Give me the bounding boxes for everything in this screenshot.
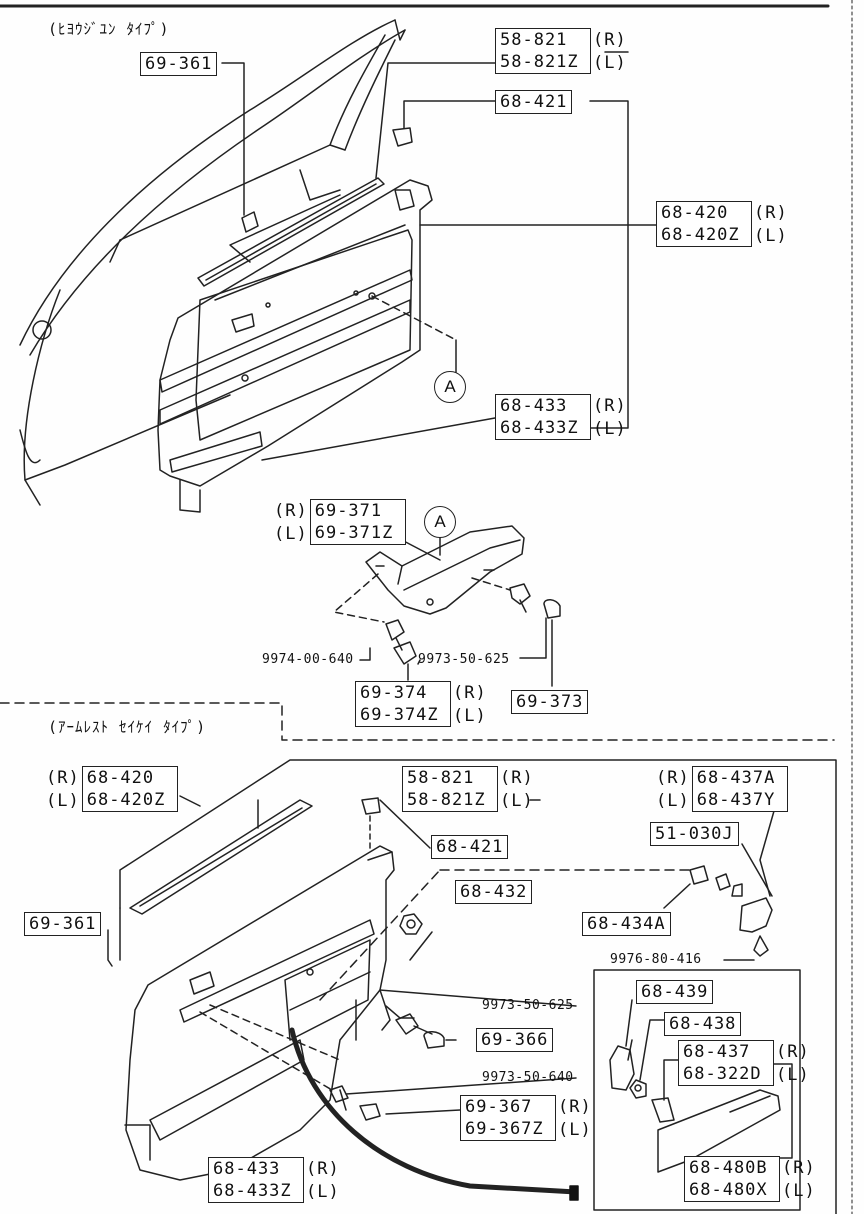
side-l: (L) bbox=[593, 52, 627, 73]
part-number-r: 68-437 bbox=[678, 1039, 774, 1064]
screw-9974-00-640: 9974-00-640 bbox=[262, 652, 354, 667]
part-number-l: 69-367Z bbox=[460, 1118, 556, 1141]
part-68-437: 68-437(R) 68-322D(L) bbox=[678, 1039, 812, 1086]
part-number-r: 69-367 bbox=[460, 1094, 556, 1119]
screw-9976-80-416: 9976-80-416 bbox=[610, 952, 702, 967]
part-number-box: 68-421 bbox=[431, 835, 509, 859]
part-68-439: 68-439 bbox=[636, 980, 714, 1004]
part-number-l: 58-821Z bbox=[402, 789, 498, 812]
part-68-421-lower: 68-421 bbox=[431, 835, 509, 859]
callout-a-upper: A bbox=[434, 371, 466, 403]
part-69-374: 69-374(R) 69-374Z(L) bbox=[355, 680, 489, 727]
side-l: (L) bbox=[754, 225, 788, 246]
part-number-l: 68-433Z bbox=[208, 1180, 304, 1203]
part-number-l: 69-374Z bbox=[355, 704, 451, 727]
side-l: (L) bbox=[306, 1181, 340, 1202]
part-58-821-lower: 58-821(R) 58-821Z(L) bbox=[402, 765, 536, 812]
part-number-l: 68-433Z bbox=[495, 417, 591, 440]
part-68-420-upper: 68-420(R) 68-420Z(L) bbox=[656, 200, 790, 247]
part-number-r: 68-420 bbox=[81, 765, 178, 790]
part-69-361-lower: 69-361 bbox=[24, 912, 102, 936]
part-number-box: 68-439 bbox=[636, 980, 714, 1004]
part-number-r: 68-433 bbox=[208, 1156, 304, 1181]
part-68-420-lower: (R)68-420 (L)68-420Z bbox=[44, 765, 178, 812]
screw-9973-50-640: 9973-50-640 bbox=[482, 1070, 574, 1085]
part-number-box: 68-438 bbox=[664, 1012, 742, 1036]
part-number-box: 69-366 bbox=[476, 1028, 554, 1052]
part-68-432: 68-432 bbox=[455, 880, 533, 904]
part-68-480b: 68-480B(R) 68-480X(L) bbox=[684, 1155, 818, 1202]
callout-a-lower: A bbox=[424, 506, 456, 538]
side-l: (L) bbox=[656, 790, 690, 811]
part-number-box: 51-030J bbox=[650, 822, 739, 846]
part-number-box: 69-361 bbox=[140, 52, 218, 76]
part-68-437a: (R)68-437A (L)68-437Y bbox=[654, 765, 788, 812]
upper-armrest bbox=[365, 525, 525, 615]
side-r: (R) bbox=[782, 1157, 816, 1178]
part-69-373: 69-373 bbox=[511, 690, 589, 714]
part-number-l: 68-480X bbox=[684, 1179, 780, 1202]
part-number-r: 68-420 bbox=[656, 200, 752, 225]
lower-door-trim-panel bbox=[124, 845, 395, 1181]
part-number-r: 68-437A bbox=[691, 765, 788, 790]
lower-belt-molding bbox=[129, 799, 313, 915]
part-69-361-upper: 69-361 bbox=[140, 52, 218, 76]
side-l: (L) bbox=[593, 418, 627, 439]
part-68-421-upper: 68-421 bbox=[495, 90, 573, 114]
part-69-367: 69-367(R) 69-367Z(L) bbox=[460, 1094, 594, 1141]
side-r: (R) bbox=[776, 1041, 810, 1062]
side-r: (R) bbox=[593, 29, 627, 50]
part-number-r: 68-433 bbox=[495, 393, 591, 418]
side-r: (R) bbox=[500, 767, 534, 788]
part-number-box: 69-373 bbox=[511, 690, 589, 714]
part-58-821-upper: 58-821(R) 58-821Z(L) bbox=[495, 27, 629, 74]
lower-section-title: (ｱｰﾑﾚｽﾄ ｾｲｹｲ ﾀｲﾌﾟ) bbox=[48, 718, 207, 736]
part-number-r: 69-371 bbox=[309, 498, 406, 523]
side-l: (L) bbox=[500, 790, 534, 811]
side-r: (R) bbox=[656, 767, 690, 788]
side-l: (L) bbox=[453, 705, 487, 726]
part-69-371-upper: (R)69-371 (L)69-371Z bbox=[272, 498, 406, 545]
screw-9973-50-625-lower: 9973-50-625 bbox=[482, 998, 574, 1013]
side-l: (L) bbox=[46, 790, 80, 811]
side-r: (R) bbox=[558, 1096, 592, 1117]
part-number-box: 68-432 bbox=[455, 880, 533, 904]
part-number-r: 68-480B bbox=[684, 1155, 780, 1180]
side-l: (L) bbox=[558, 1119, 592, 1140]
part-number-l: 58-821Z bbox=[495, 51, 591, 74]
part-number-r: 58-821 bbox=[495, 27, 591, 52]
side-r: (R) bbox=[593, 395, 627, 416]
part-number-l: 68-437Y bbox=[691, 789, 788, 812]
side-r: (R) bbox=[46, 767, 80, 788]
part-number-box: 68-421 bbox=[495, 90, 573, 114]
part-number-l: 69-371Z bbox=[309, 522, 406, 545]
part-68-438: 68-438 bbox=[664, 1012, 742, 1036]
part-number-l: 68-420Z bbox=[81, 789, 178, 812]
side-r: (R) bbox=[306, 1158, 340, 1179]
part-51-030j: 51-030J bbox=[650, 822, 739, 846]
part-68-434a: 68-434A bbox=[582, 912, 671, 936]
part-68-433-upper: 68-433(R) 68-433Z(L) bbox=[495, 393, 629, 440]
side-r: (R) bbox=[754, 202, 788, 223]
part-number-l: 68-420Z bbox=[656, 224, 752, 247]
part-69-366: 69-366 bbox=[476, 1028, 554, 1052]
side-r: (R) bbox=[453, 682, 487, 703]
part-number-r: 58-821 bbox=[402, 765, 498, 790]
part-number-l: 68-322D bbox=[678, 1063, 774, 1086]
part-number-r: 69-374 bbox=[355, 680, 451, 705]
screw-9973-50-625-upper: 9973-50-625 bbox=[418, 652, 510, 667]
side-l: (L) bbox=[782, 1180, 816, 1201]
part-number-box: 68-434A bbox=[582, 912, 671, 936]
side-r: (R) bbox=[274, 500, 308, 521]
upper-belt-molding bbox=[197, 177, 385, 287]
side-l: (L) bbox=[776, 1064, 810, 1085]
upper-door-trim-panel bbox=[157, 179, 433, 513]
part-number-box: 69-361 bbox=[24, 912, 102, 936]
side-l: (L) bbox=[274, 523, 308, 544]
upper-door-frame bbox=[19, 19, 406, 506]
part-68-433-lower: 68-433(R) 68-433Z(L) bbox=[208, 1156, 342, 1203]
upper-section-title: (ﾋﾖｳｼﾞﾕﾝ ﾀｲﾌﾟ) bbox=[48, 20, 170, 38]
